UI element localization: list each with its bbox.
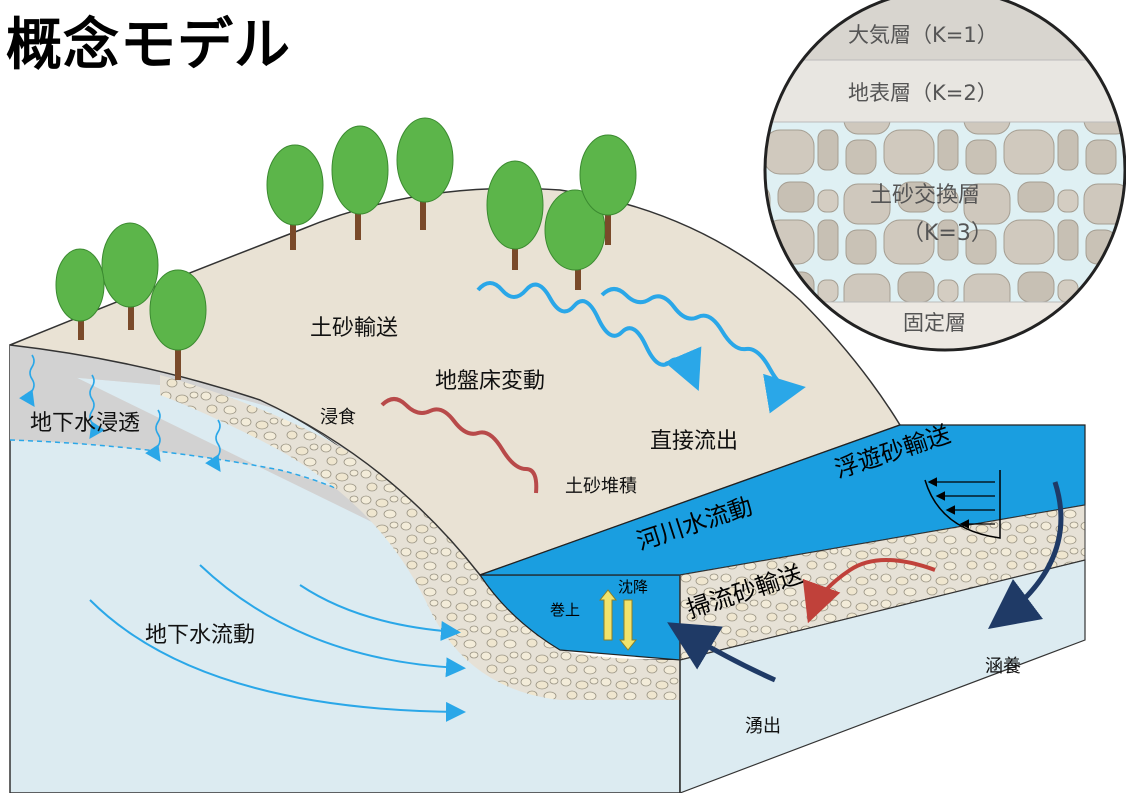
water-table-line (9, 439, 471, 571)
page-title: 概念モデル (6, 13, 291, 78)
inset-border (763, 0, 1126, 352)
erosion-arrow (380, 397, 539, 494)
label-sediment-deposition: 土砂堆積 (565, 476, 637, 497)
label-exchange-layer-k: （K=3） (902, 221, 993, 246)
discharge-arrow (667, 622, 777, 683)
velocity-profile (924, 470, 1001, 539)
infiltration-arrows (19, 354, 221, 472)
label-atmosphere-layer: 大気層（K=1） (848, 23, 998, 47)
tree-icon (55, 117, 637, 380)
settling-arrow (618, 599, 638, 651)
label-exchange-layer: 土砂交換層 (870, 183, 980, 208)
label-discharge: 湧出 (745, 716, 781, 737)
sediment-slope-layer (160, 375, 680, 700)
label-settling: 沈降 (618, 578, 648, 596)
label-erosion: 浸食 (320, 407, 356, 428)
grey-soil-wedge (10, 345, 470, 570)
layer-inset (765, 0, 1125, 350)
label-entrainment: 巻上 (550, 601, 580, 619)
entrainment-arrow (598, 589, 618, 641)
label-fixed-layer: 固定層 (903, 311, 966, 335)
label-recharge: 涵養 (985, 656, 1021, 677)
runoff-arrow (600, 287, 806, 414)
bedload-arrow (802, 558, 936, 624)
label-direct-runoff: 直接流出 (650, 429, 738, 454)
river-surface (479, 424, 1086, 576)
recharge-arrow (988, 481, 1064, 630)
label-sediment-transport: 土砂輸送 (310, 316, 398, 341)
label-ground-bed-change: 地盤床変動 (435, 369, 545, 394)
label-groundwater-flow: 地下水流動 (145, 623, 255, 648)
label-surface-layer: 地表層（K=2） (848, 81, 998, 105)
runoff-arrow (476, 281, 702, 392)
groundwater-flow-arrows (89, 564, 466, 722)
label-groundwater-infiltration: 地下水浸透 (30, 411, 140, 436)
